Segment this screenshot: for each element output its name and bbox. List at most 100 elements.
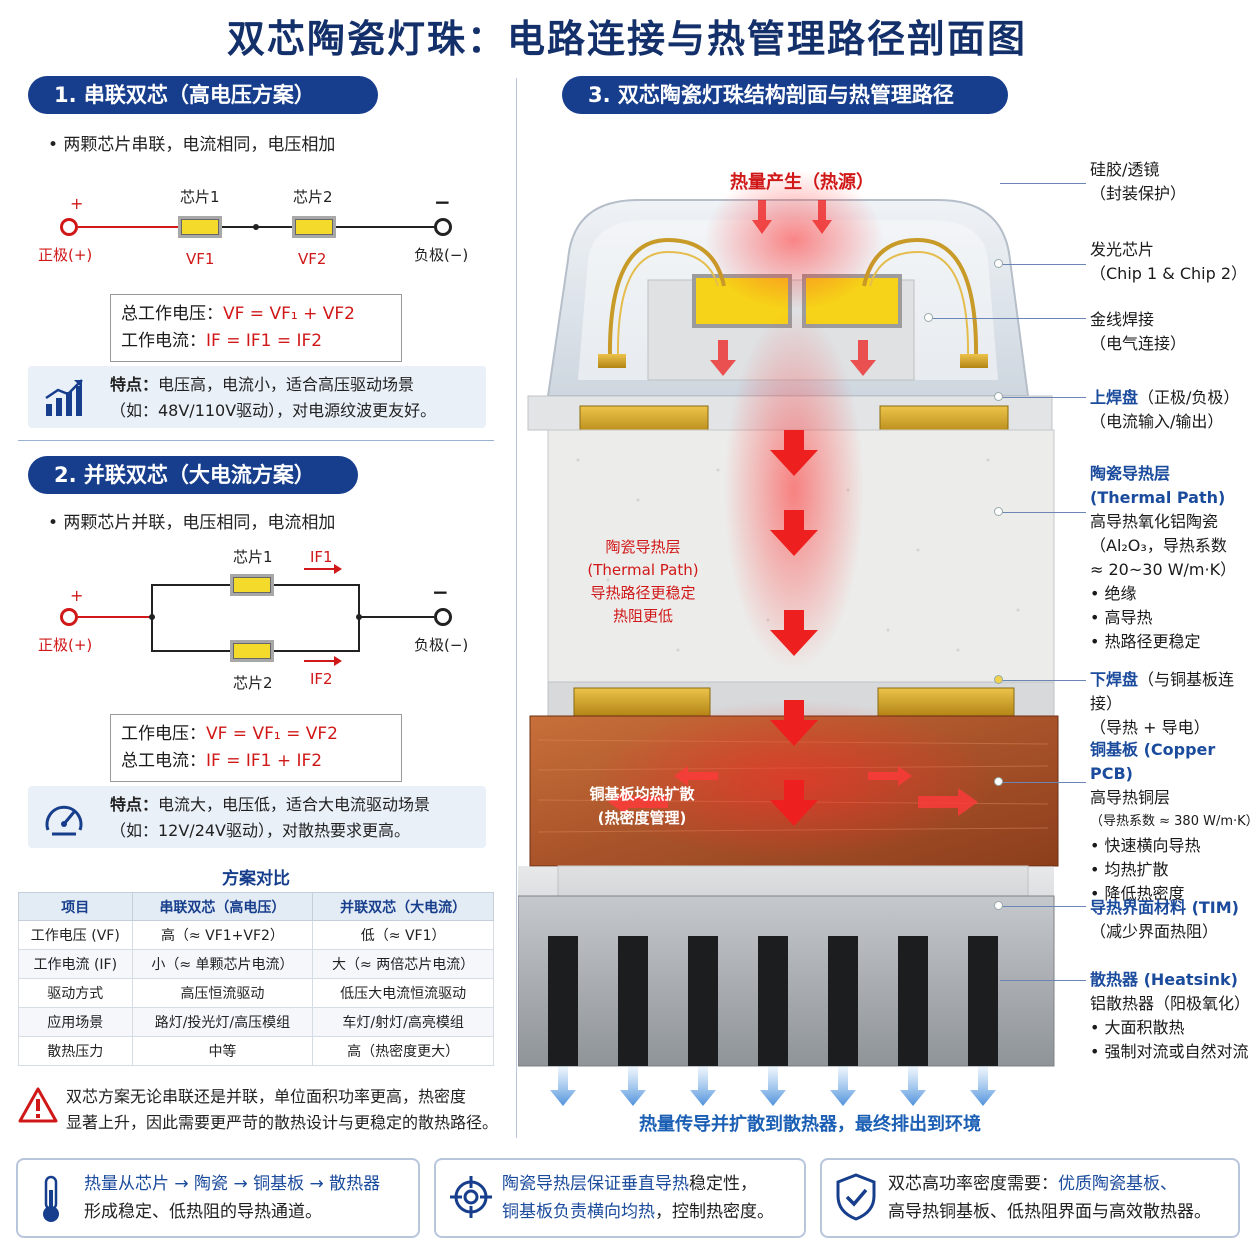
parallel-plus-mark: + bbox=[70, 586, 84, 605]
table-header: 串联双芯（高电压） bbox=[131, 892, 314, 921]
series-negative-label: 负极(−) bbox=[414, 246, 469, 264]
plus-mark: + bbox=[70, 194, 84, 213]
series-negative-terminal bbox=[434, 218, 452, 236]
label-line: （Al₂O₃，导热系数 bbox=[1090, 536, 1227, 555]
warning-line1: 双芯方案无论串联还是并联，单位面积功率更高，热密度 bbox=[66, 1087, 467, 1106]
leader-line bbox=[998, 397, 1086, 398]
table-cell: 应用场景 bbox=[18, 1007, 133, 1037]
leader-line bbox=[998, 782, 1086, 783]
leader-line bbox=[998, 680, 1086, 681]
series-formula2-value: IF = IF1 = IF2 bbox=[206, 331, 323, 351]
parallel-formula1-label: 工作电压： bbox=[121, 724, 206, 744]
label-line: 高导热氧化铝陶瓷 bbox=[1090, 512, 1219, 531]
leader-line bbox=[998, 906, 1086, 907]
label-line: 下焊盘 bbox=[1090, 670, 1139, 689]
series-wire-negative bbox=[336, 226, 434, 228]
series-chip2-label: 芯片2 bbox=[293, 188, 333, 206]
copper-inner-text: 铜基板均热扩散 (热密度管理) bbox=[576, 782, 708, 830]
parallel-feature-text2: （如：12V/24V驱动），对散热要求更高。 bbox=[110, 821, 411, 840]
table-header: 项目 bbox=[18, 892, 133, 921]
label-line: 硅胶/透镜 bbox=[1090, 160, 1160, 179]
leader-line bbox=[1000, 264, 1086, 265]
label-line: （减少界面热阻） bbox=[1090, 922, 1219, 941]
if1-arrow-head bbox=[334, 564, 342, 574]
table-cell: 驱动方式 bbox=[18, 978, 133, 1008]
series-chip2 bbox=[292, 216, 336, 238]
table-cell: 高（热密度更大） bbox=[312, 1036, 494, 1066]
ceramic-inner-line: 导热路径更稳定 bbox=[590, 584, 696, 602]
series-feature-text2: （如：48V/110V驱动），对电源纹波更友好。 bbox=[110, 401, 437, 420]
heat-source-label: 热量产生（热源） bbox=[730, 172, 874, 193]
parallel-wire-positive bbox=[78, 616, 152, 618]
target-icon bbox=[450, 1176, 492, 1218]
shield-icon bbox=[836, 1173, 876, 1221]
footer-card1-line2: 形成稳定、低热阻的导热通道。 bbox=[84, 1202, 322, 1222]
label-copper: 铜基板 (Copper PCB) 高导热铜层 （导热系数 ≈ 380 W/m·K… bbox=[1090, 738, 1254, 906]
series-formula1-value: VF = VF₁ + VF2 bbox=[223, 304, 355, 324]
footer-card2-line2a: 铜基板负责横向均热 bbox=[502, 1202, 655, 1222]
label-line: 导热界面材料 (TIM) bbox=[1090, 898, 1239, 917]
table-cell: 小（≈ 单颗芯片电流） bbox=[131, 949, 314, 979]
footer-card2-line1b: 稳定性， bbox=[689, 1174, 757, 1194]
comparison-title: 方案对比 bbox=[222, 869, 290, 889]
label-line: 散热器 (Heatsink) bbox=[1090, 970, 1238, 989]
parallel-positive-terminal bbox=[60, 608, 78, 626]
label-line: （与铜基板连接） bbox=[1090, 670, 1235, 713]
series-bullet: • 两颗芯片串联，电流相同，电压相加 bbox=[48, 135, 336, 155]
series-feature-bold: 特点： bbox=[110, 375, 159, 394]
label-top-pad: 上焊盘（正极/负极） （电流输入/输出） bbox=[1090, 386, 1239, 434]
table-row: 散热压力中等高（热密度更大） bbox=[18, 1036, 494, 1066]
table-header: 并联双芯（大电流） bbox=[312, 892, 494, 921]
label-line: （导热系数 ≈ 380 W/m·K） bbox=[1090, 814, 1254, 829]
column-separator bbox=[516, 78, 517, 1138]
comparison-table: 项目 串联双芯（高电压） 并联双芯（大电流） 工作电压 (VF)高（≈ VF1+… bbox=[18, 892, 494, 1066]
label-line: 上焊盘 bbox=[1090, 388, 1139, 407]
ceramic-inner-line: (Thermal Path) bbox=[587, 561, 699, 579]
bar-chart-icon bbox=[45, 379, 83, 416]
table-row: 应用场景路灯/投光灯/高压模组车灯/射灯/高亮模组 bbox=[18, 1007, 494, 1037]
series-feature-text1: 电压高，电流小，适合高压驱动场景 bbox=[158, 375, 415, 394]
leader-dot bbox=[994, 675, 1003, 684]
if2-arrow-head bbox=[334, 656, 342, 666]
table-cell: 高压恒流驱动 bbox=[131, 978, 314, 1008]
label-line: • 降低热密度 bbox=[1090, 884, 1185, 903]
label-line: • 热路径更稳定 bbox=[1090, 632, 1201, 651]
label-line: • 快速横向导热 bbox=[1090, 836, 1201, 855]
label-line: • 绝缘 bbox=[1090, 584, 1137, 603]
leader-dot bbox=[994, 392, 1003, 401]
series-formula2-label: 工作电流： bbox=[121, 331, 206, 351]
label-ceramic: 陶瓷导热层 (Thermal Path) 高导热氧化铝陶瓷 （Al₂O₃，导热系… bbox=[1090, 462, 1236, 654]
series-positive-terminal bbox=[60, 218, 78, 236]
series-vf2-label: VF2 bbox=[298, 250, 327, 268]
thermometer-icon bbox=[43, 1175, 59, 1222]
copper-inner-line: (热密度管理) bbox=[597, 809, 687, 827]
label-silicone: 硅胶/透镜 （封装保护） bbox=[1090, 158, 1186, 206]
label-line: • 高导热 bbox=[1090, 608, 1153, 627]
footer-card3-line2: 高导热铜基板、低热阻界面与高效散热器。 bbox=[888, 1202, 1211, 1222]
bottom-caption: 热量传导并扩散到散热器，最终排出到环境 bbox=[639, 1114, 981, 1135]
parallel-formula1-value: VF = VF₁ = VF2 bbox=[206, 724, 338, 744]
footer-card3-line1b: 优质陶瓷基板、 bbox=[1058, 1174, 1177, 1194]
parallel-bullet: • 两颗芯片并联，电压相同，电流相加 bbox=[48, 513, 336, 533]
leader-dot bbox=[924, 313, 933, 322]
label-line: （导热 + 导电） bbox=[1090, 718, 1210, 737]
label-line: 发光芯片 bbox=[1090, 240, 1155, 259]
series-node bbox=[253, 224, 259, 230]
table-cell: 中等 bbox=[131, 1036, 314, 1066]
label-line: • 大面积散热 bbox=[1090, 1018, 1185, 1037]
leader-line bbox=[1000, 183, 1086, 184]
table-cell: 大（≈ 两倍芯片电流） bbox=[312, 949, 494, 979]
label-tim: 导热界面材料 (TIM) （减少界面热阻） bbox=[1090, 896, 1239, 944]
series-positive-label: 正极(+) bbox=[38, 246, 93, 264]
parallel-if1-label: IF1 bbox=[310, 548, 333, 566]
table-cell: 散热压力 bbox=[18, 1036, 133, 1066]
leader-dot bbox=[994, 507, 1003, 516]
parallel-chip1 bbox=[230, 574, 274, 596]
series-chip1 bbox=[178, 216, 222, 238]
parallel-chip2 bbox=[230, 640, 274, 662]
series-formula1-label: 总工作电压： bbox=[121, 304, 223, 324]
label-line: 铝散热器（阳极氧化） bbox=[1090, 994, 1251, 1013]
parallel-feature-bold: 特点： bbox=[110, 795, 159, 814]
label-line: (Thermal Path) bbox=[1090, 488, 1226, 507]
section-divider bbox=[18, 440, 494, 441]
